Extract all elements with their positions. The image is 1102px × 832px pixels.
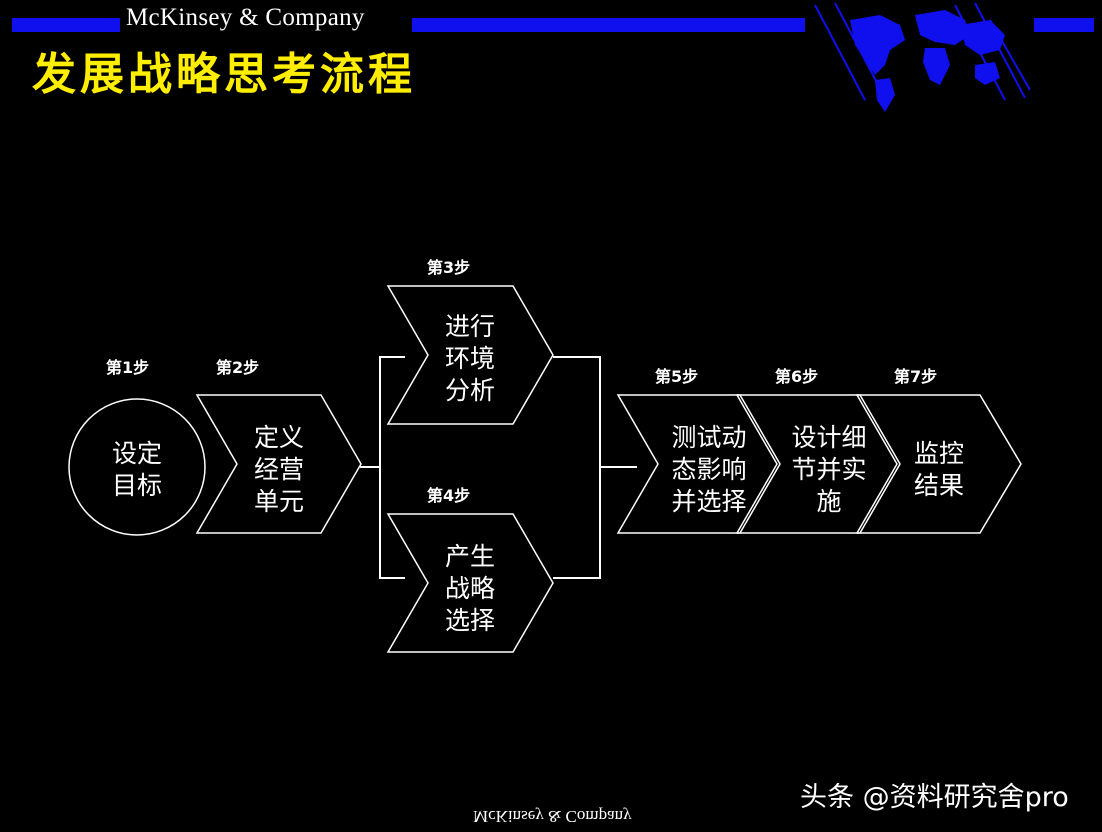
step4-text-line2: 战略 — [445, 574, 495, 603]
step7-text-line2: 结果 — [914, 471, 964, 500]
watermark-text: 头条 @资料研究舍pro — [800, 782, 1069, 813]
step4-text-line3: 选择 — [445, 606, 495, 635]
step7-text-line1: 监控 — [914, 439, 964, 468]
step1-text-line2: 目标 — [112, 471, 162, 500]
header-bar-right — [1034, 18, 1094, 32]
step2-text-line1: 定义 — [254, 423, 304, 452]
step2-chevron — [195, 394, 362, 534]
brand-logo-text: McKinsey & Company — [126, 4, 365, 31]
step1-text-line1: 设定 — [112, 439, 162, 468]
step7-chevron — [855, 394, 1022, 534]
mirrored-brand-footer: McKinsey & Company — [473, 807, 632, 826]
step2-text-line2: 经营 — [254, 455, 304, 484]
step4-text-line1: 产生 — [445, 542, 495, 571]
step1-circle — [68, 398, 206, 536]
step6-text-line2: 节并实 — [791, 455, 866, 484]
header-bar-left — [12, 18, 120, 32]
step3-text-line3: 分析 — [445, 376, 495, 405]
step2-text-line3: 单元 — [254, 487, 304, 516]
step7-label: 第7步 — [894, 367, 937, 386]
step5-label: 第5步 — [655, 367, 698, 386]
step3-text-line2: 环境 — [445, 344, 495, 373]
step3-label: 第3步 — [427, 258, 470, 277]
header-bar-middle — [412, 18, 805, 32]
slide-title: 发展战略思考流程 — [32, 49, 416, 100]
step4-chevron — [386, 513, 554, 653]
step3-text-line1: 进行 — [445, 312, 495, 341]
step5-text-line2: 态影响 — [671, 455, 746, 484]
step6-text-line1: 设计细 — [791, 423, 866, 452]
world-map-graphic — [814, 2, 1031, 112]
step6-label: 第6步 — [775, 367, 818, 386]
step1-label: 第1步 — [106, 358, 149, 377]
step5-text-line3: 并选择 — [671, 487, 746, 516]
connector-merge — [553, 356, 601, 579]
step6-text-line3: 施 — [816, 487, 841, 516]
connector-split — [379, 356, 405, 579]
step2-label: 第2步 — [216, 358, 259, 377]
step3-chevron — [386, 285, 554, 425]
step4-label: 第4步 — [427, 486, 470, 505]
step5-text-line1: 测试动 — [671, 423, 746, 452]
